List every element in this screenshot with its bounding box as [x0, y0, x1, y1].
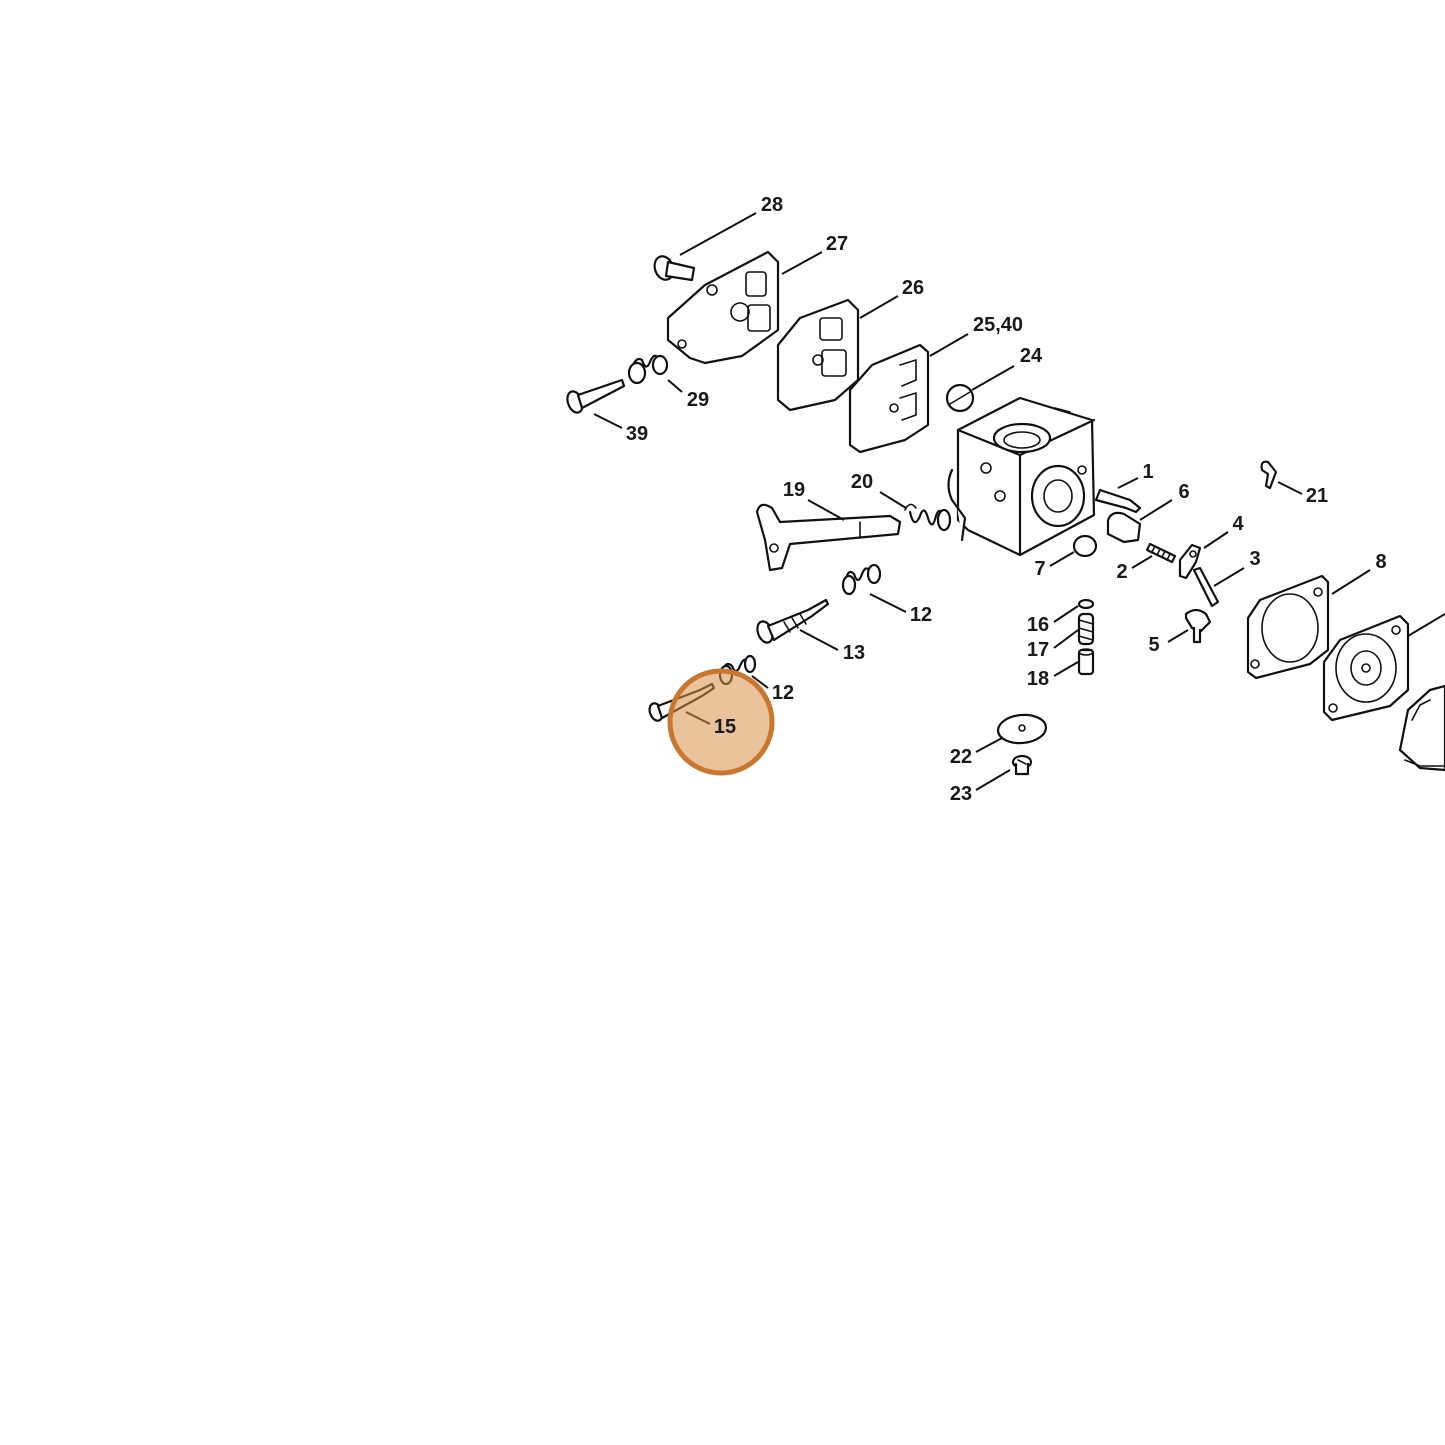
part-3-pin[interactable]: [1192, 566, 1220, 608]
callout-18[interactable]: 18: [1027, 668, 1049, 690]
part-6-plug[interactable]: [1106, 511, 1142, 544]
part-26-gasket[interactable]: [776, 298, 860, 412]
callout-6[interactable]: 6: [1178, 481, 1189, 503]
part-16-washer[interactable]: [1077, 598, 1095, 610]
highlight-marker: [667, 668, 775, 776]
callout-15[interactable]: 15: [714, 716, 736, 738]
part-27-pump-cover[interactable]: [666, 250, 780, 365]
callout-12-lower[interactable]: 12: [772, 682, 794, 704]
callout-25-40[interactable]: 25,40: [973, 314, 1023, 336]
callout-23[interactable]: 23: [950, 783, 972, 805]
part-25-40-diaphragm[interactable]: [848, 343, 930, 454]
part-22-plate[interactable]: [996, 713, 1048, 745]
part-5-screw[interactable]: [1184, 608, 1212, 644]
part-cover-right[interactable]: [1398, 684, 1445, 772]
callout-19[interactable]: 19: [783, 479, 805, 501]
callout-5[interactable]: 5: [1148, 634, 1159, 656]
callout-3[interactable]: 3: [1249, 548, 1260, 570]
part-17-spring[interactable]: [1077, 612, 1095, 646]
callout-1[interactable]: 1: [1142, 461, 1153, 483]
part-4-lever[interactable]: [1178, 543, 1202, 580]
callout-20[interactable]: 20: [851, 471, 873, 493]
callout-28[interactable]: 28: [761, 194, 783, 216]
part-diaphragm-right[interactable]: [1322, 614, 1410, 722]
callout-17[interactable]: 17: [1027, 639, 1049, 661]
part-drawings: [565, 250, 1445, 776]
part-28-screw[interactable]: [651, 254, 696, 283]
part-18-pin[interactable]: [1077, 648, 1095, 676]
part-2-spring[interactable]: [1145, 542, 1177, 564]
part-39-screw[interactable]: [565, 378, 626, 415]
carburetor-body[interactable]: [947, 396, 1096, 557]
callout-12-upper[interactable]: 12: [910, 604, 932, 626]
callout-29[interactable]: 29: [687, 389, 709, 411]
callout-16[interactable]: 16: [1027, 614, 1049, 636]
part-24-cap[interactable]: [945, 383, 975, 413]
part-21-clip[interactable]: [1260, 460, 1278, 490]
leader-lines: [593, 212, 1445, 791]
part-8-gasket[interactable]: [1246, 574, 1330, 680]
part-13-needle[interactable]: [755, 598, 830, 645]
callout-4[interactable]: 4: [1232, 513, 1244, 535]
part-23-screw[interactable]: [1011, 754, 1033, 776]
part-19-throttle-shaft[interactable]: [755, 503, 902, 572]
part-12-spring-upper[interactable]: [841, 563, 882, 596]
part-1-inlet-needle[interactable]: [1094, 488, 1142, 514]
part-29-spring[interactable]: [627, 354, 669, 385]
callout-labels: 28 27 26 25,40 24 29 39 19 20 12 13 12 1…: [626, 194, 1387, 805]
callout-27[interactable]: 27: [826, 233, 848, 255]
callout-13[interactable]: 13: [843, 642, 865, 664]
callout-39[interactable]: 39: [626, 423, 648, 445]
callout-22[interactable]: 22: [950, 746, 972, 768]
callout-26[interactable]: 26: [902, 277, 924, 299]
callout-8[interactable]: 8: [1375, 551, 1386, 573]
callout-21[interactable]: 21: [1306, 485, 1328, 507]
part-7-o-ring[interactable]: [1072, 534, 1098, 558]
part-20-spring[interactable]: [904, 503, 952, 532]
callout-2[interactable]: 2: [1116, 561, 1127, 583]
callout-7[interactable]: 7: [1034, 558, 1045, 580]
callout-24[interactable]: 24: [1020, 345, 1043, 367]
